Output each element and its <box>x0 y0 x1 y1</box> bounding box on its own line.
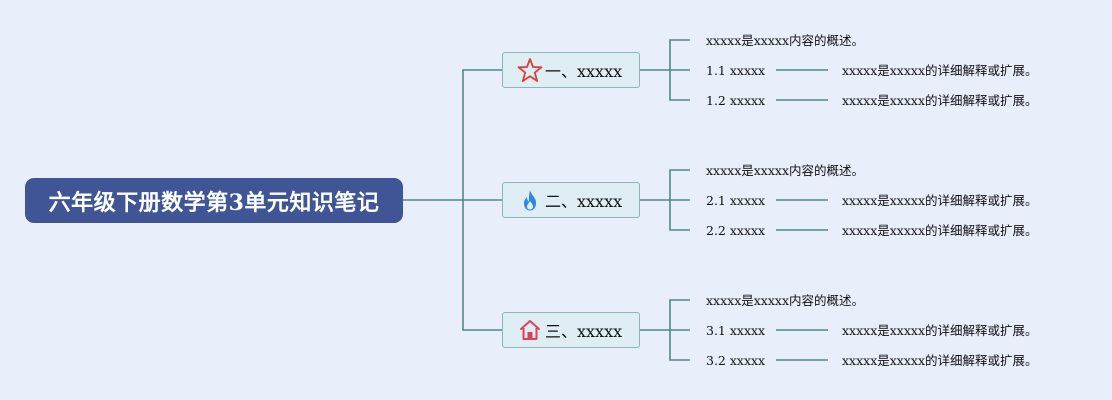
branch-2-item-2-label: 2.2 xxxxx <box>706 223 766 238</box>
branch-1-node[interactable]: 一、xxxxx <box>502 52 640 88</box>
root-title: 六年级下册数学第3单元知识笔记 <box>48 189 380 216</box>
branch-3-item-2-detail: xxxxx是xxxxx的详细解释或扩展。 <box>842 353 1038 368</box>
branch-2-item-1-label: 2.1 xxxxx <box>706 193 766 208</box>
branch-1-item-2-label: 1.2 xxxxx <box>706 93 766 108</box>
branch-2-item-2-detail: xxxxx是xxxxx的详细解释或扩展。 <box>842 223 1038 238</box>
branch-2-overview: xxxxx是xxxxx内容的概述。 <box>706 163 864 178</box>
branch-1-item-2-detail: xxxxx是xxxxx的详细解释或扩展。 <box>842 93 1038 108</box>
branch-3-overview: xxxxx是xxxxx内容的概述。 <box>706 293 864 308</box>
branch-2-label: 二、xxxxx <box>545 192 623 211</box>
branch-3-item-1-label: 3.1 xxxxx <box>706 323 766 338</box>
branch-2-item-1-detail: xxxxx是xxxxx的详细解释或扩展。 <box>842 193 1038 208</box>
home-icon <box>517 317 543 343</box>
branch-1-item-1-label: 1.1 xxxxx <box>706 63 766 78</box>
root-topic[interactable]: 六年级下册数学第3单元知识笔记 <box>25 178 403 223</box>
branch-3-item-2-label: 3.2 xxxxx <box>706 353 766 368</box>
branch-1-overview: xxxxx是xxxxx内容的概述。 <box>706 33 864 48</box>
branch-3-node[interactable]: 三、xxxxx <box>502 312 640 348</box>
branch-3-item-1-detail: xxxxx是xxxxx的详细解释或扩展。 <box>842 323 1038 338</box>
flame-icon <box>517 187 543 213</box>
star-icon <box>517 57 543 83</box>
branch-3-label: 三、xxxxx <box>545 322 623 341</box>
branch-1-item-1-detail: xxxxx是xxxxx的详细解释或扩展。 <box>842 63 1038 78</box>
branch-1-label: 一、xxxxx <box>545 62 623 81</box>
branch-2-node[interactable]: 二、xxxxx <box>502 182 640 218</box>
